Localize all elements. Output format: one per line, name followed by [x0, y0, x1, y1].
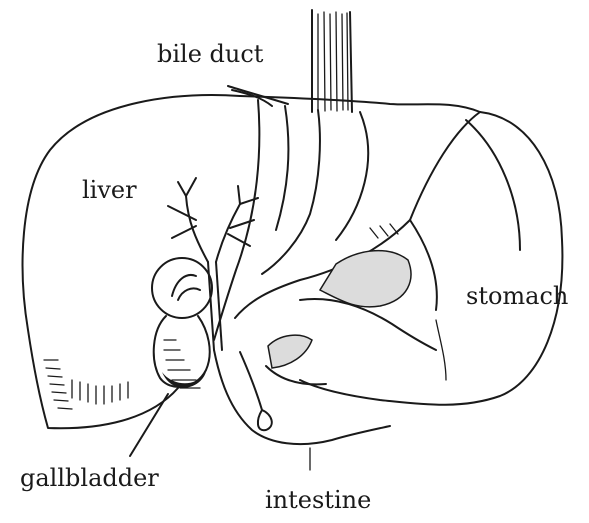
label-bile-duct: bile duct — [157, 42, 263, 66]
label-gallbladder: gallbladder — [20, 466, 159, 490]
esophagus — [312, 10, 352, 112]
gallbladder-leader — [130, 394, 168, 456]
stomach — [300, 112, 562, 405]
bile-duct-tree — [168, 178, 258, 350]
label-liver: liver — [82, 178, 137, 202]
gallbladder — [152, 258, 212, 388]
label-intestine: intestine — [265, 488, 371, 512]
intestine — [214, 335, 390, 470]
label-stomach: stomach — [466, 284, 568, 308]
